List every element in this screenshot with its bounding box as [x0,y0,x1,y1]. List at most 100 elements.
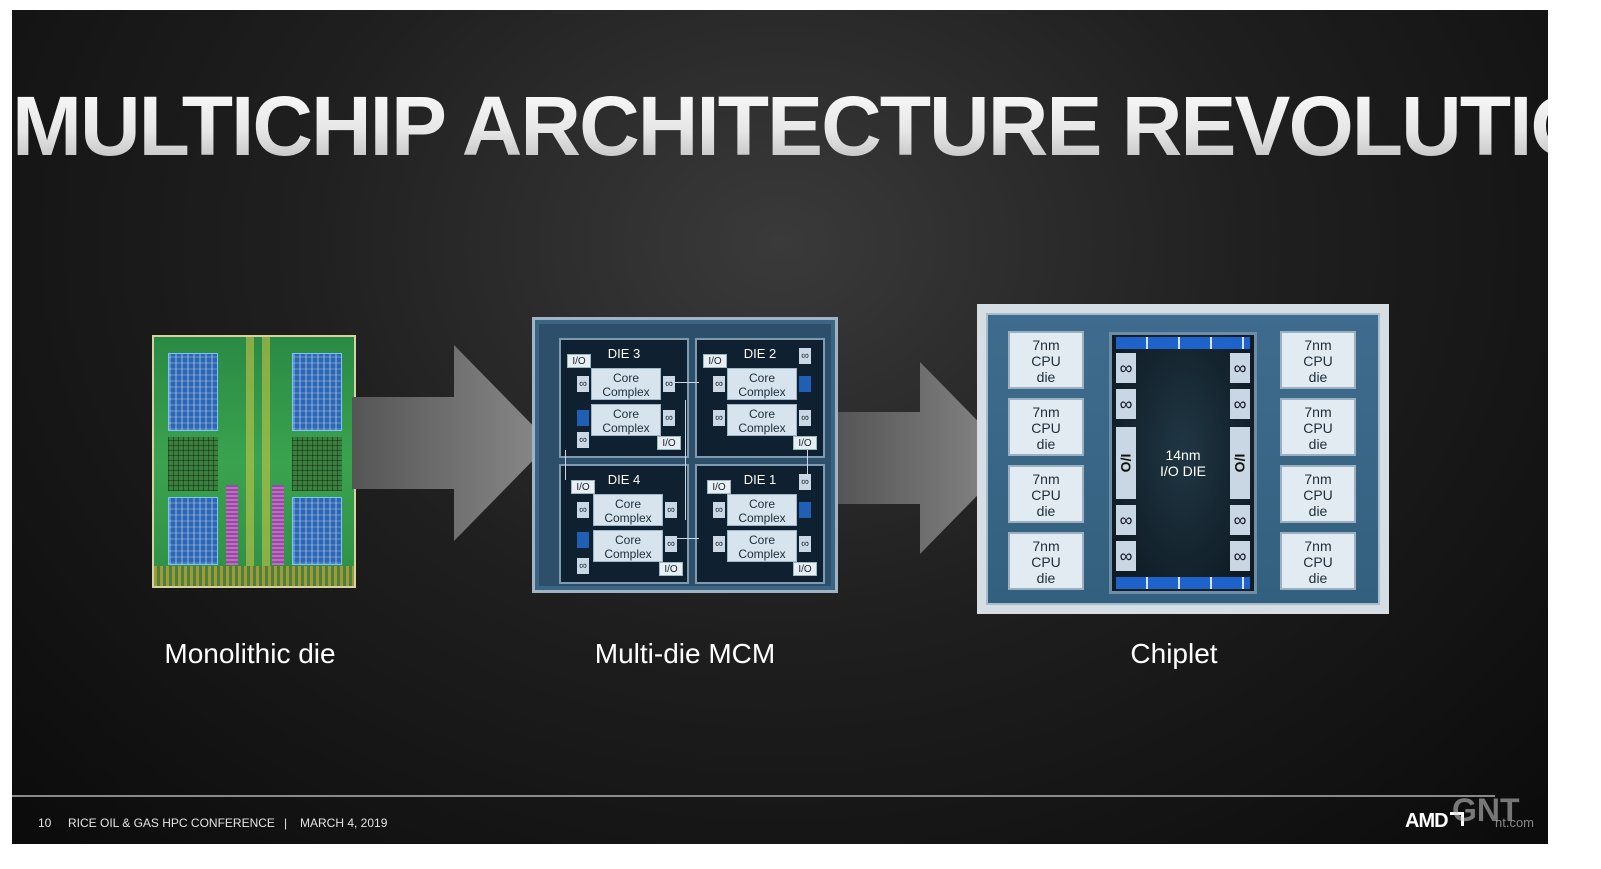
cpu-die-text: die [1036,369,1056,385]
infinity-icon: ∞ [713,502,725,518]
cpu-die: 7nm CPU die [1280,331,1356,389]
io-side-label: I/O [1232,453,1248,473]
infinity-icon: ∞ [1230,541,1250,571]
watermark-logo: GNT [1452,792,1520,828]
cpu-die: 7nm CPU die [1280,465,1356,523]
die-block [292,353,342,431]
amd-logo: AMD [1405,810,1464,833]
mcm-die-3: DIE 3 I/O ∞ Core Complex ∞ Core Complex … [559,338,689,458]
cpu-die-text: CPU [1031,554,1061,570]
io-block: I/O [707,480,731,494]
arrow-right-icon [838,362,1014,554]
die-block [292,497,342,565]
footer-conference: RICE OIL & GAS HPC CONFERENCE [68,816,275,830]
die-block [168,353,218,431]
caption-multi-die-mcm: Multi-die MCM [594,638,776,669]
io-die-label-line: I/O DIE [1160,463,1206,479]
infinity-icon: ∞ [713,536,725,552]
io-side-block: I/O [1230,427,1250,499]
interconnect-wire [673,538,699,539]
cpu-die: 7nm CPU die [1008,398,1084,456]
cpu-die: 7nm CPU die [1280,532,1356,590]
io-block: I/O [703,354,727,368]
infinity-icon: ∞ [577,376,589,392]
die-label: DIE 2 [743,346,777,361]
io-block: I/O [567,354,591,368]
infinity-icon: ∞ [663,376,675,392]
amd-arrow-icon [1449,812,1464,826]
cpu-die-text: CPU [1303,554,1333,570]
interconnect-wire [685,400,686,520]
cpu-die-text: die [1036,503,1056,519]
core-complex: Core Complex [727,530,797,562]
cpu-die: 7nm CPU die [1008,331,1084,389]
io-die-label: 14nm I/O DIE [1112,447,1254,479]
io-side-label: I/O [1118,453,1134,473]
cpu-die-text: die [1036,570,1056,586]
die-bottom-edge [154,566,354,586]
monolithic-die-image [152,335,356,588]
cpu-die-text: 7nm [1032,538,1060,554]
memory-icon [577,410,589,426]
memory-icon [799,502,811,518]
die-label: DIE 1 [743,472,777,487]
cpu-die-text: 7nm [1032,337,1060,353]
infinity-icon: ∞ [1230,389,1250,419]
cpu-die-text: CPU [1303,353,1333,369]
core-complex: Core Complex [591,404,661,436]
die-label: DIE 4 [607,472,641,487]
arrow-right-icon [352,345,550,541]
die-strip [272,485,284,565]
mcm-die-1: DIE 1 I/O ∞ ∞ Core Complex ∞ Core Comple… [695,464,825,584]
io-block: I/O [657,436,681,450]
slide: MULTICHIP ARCHITECTURE REVOLUTION DIE 3 … [12,10,1548,844]
cpu-die-text: die [1036,436,1056,452]
infinity-icon: ∞ [665,536,677,552]
infinity-icon: ∞ [665,502,677,518]
interconnect-wire [565,450,566,480]
io-side-block: I/O [1116,427,1136,499]
infinity-icon: ∞ [1230,505,1250,535]
cpu-die-text: CPU [1303,420,1333,436]
infinity-icon: ∞ [713,376,725,392]
caption-monolithic-die: Monolithic die [164,638,336,669]
cpu-die: 7nm CPU die [1280,398,1356,456]
cpu-die-text: 7nm [1304,404,1332,420]
footer-date: MARCH 4, 2019 [300,816,388,830]
infinity-icon: ∞ [577,502,589,518]
cpu-die-text: 7nm [1032,471,1060,487]
core-complex: Core Complex [591,368,661,400]
footer-page-number: 10 [38,816,52,830]
die-grid [292,437,342,491]
cpu-die-text: 7nm [1032,404,1060,420]
io-block: I/O [793,562,817,576]
cpu-die-text: 7nm [1304,538,1332,554]
footer-separator: | [284,816,288,830]
chiplet-package: 7nm CPU die 7nm CPU die 7nm CPU die 7nm … [977,304,1389,614]
memory-icon [799,376,811,392]
die-strip [226,485,238,565]
infinity-icon: ∞ [663,410,675,426]
infinity-icon: ∞ [799,474,811,490]
die-block [168,497,218,565]
cpu-die-text: die [1308,503,1328,519]
infinity-icon: ∞ [577,432,589,448]
infinity-icon: ∞ [1116,353,1136,383]
io-die: 14nm I/O DIE ∞ ∞ I/O ∞ ∞ ∞ ∞ I/O ∞ ∞ [1109,332,1257,594]
cpu-die-text: 7nm [1304,471,1332,487]
memory-icon [577,532,589,548]
core-complex: Core Complex [593,530,663,562]
io-die-label-line: 14nm [1165,447,1201,463]
multi-die-mcm: DIE 3 I/O ∞ Core Complex ∞ Core Complex … [532,317,838,593]
infinity-icon: ∞ [1116,389,1136,419]
core-complex: Core Complex [727,494,797,526]
infinity-icon: ∞ [799,348,811,364]
cpu-die-text: CPU [1031,353,1061,369]
slide-title: MULTICHIP ARCHITECTURE REVOLUTION [12,79,1548,173]
infinity-icon: ∞ [799,536,811,552]
interconnect-wire [807,450,808,480]
io-block: I/O [571,480,595,494]
mcm-die-4: DIE 4 I/O ∞ Core Complex ∞ Core Complex … [559,464,689,584]
core-complex: Core Complex [727,404,797,436]
memory-controller-row [1116,337,1250,349]
